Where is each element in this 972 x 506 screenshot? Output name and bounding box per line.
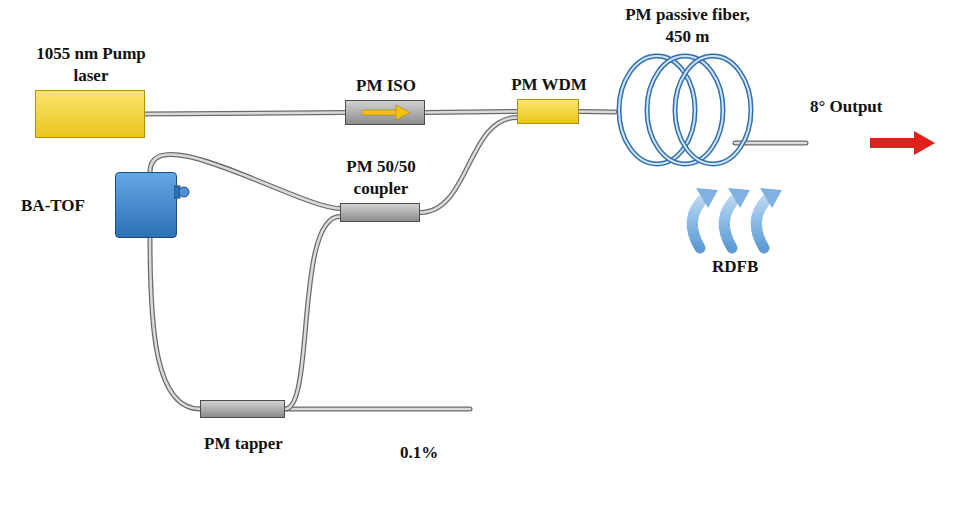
fiber-connector xyxy=(579,111,615,113)
node-label: PM 50/50 coupler xyxy=(331,156,431,200)
isolator-arrow xyxy=(346,101,424,124)
fiber-tail xyxy=(285,409,470,410)
fiber-coil-drawing xyxy=(615,52,760,168)
isolator: PM ISO xyxy=(345,100,425,125)
node-label: 1055 nm Pump laser xyxy=(21,43,161,87)
filter-box: BA-TOF xyxy=(115,172,177,238)
knob xyxy=(174,183,190,203)
rdfb-arrows xyxy=(692,188,782,248)
node-label: PM tapper xyxy=(184,433,304,455)
fiber-coil: PM passive fiber, 450 m xyxy=(615,52,760,168)
fiber-connector xyxy=(425,112,517,113)
pump-laser: 1055 nm Pump laser xyxy=(35,90,145,138)
fiber-connector xyxy=(150,154,340,208)
text-label: 0.1% xyxy=(398,442,440,464)
node-label: BA-TOF xyxy=(0,195,108,217)
coupler: PM 50/50 coupler xyxy=(340,203,420,222)
node-label: PM WDM xyxy=(489,74,609,96)
text-label: RDFB xyxy=(710,256,760,278)
fiber-connector xyxy=(285,217,340,410)
node-label: PM passive fiber, 450 m xyxy=(620,4,755,48)
fiber-connector xyxy=(150,238,200,409)
text-label: 8° Output xyxy=(808,96,884,118)
tapper: PM tapper xyxy=(200,400,285,418)
node-label: PM ISO xyxy=(326,75,446,97)
output-arrow xyxy=(870,131,935,155)
fiber-connector xyxy=(420,118,517,213)
fiber-connector xyxy=(145,113,345,115)
wdm: PM WDM xyxy=(517,99,579,124)
